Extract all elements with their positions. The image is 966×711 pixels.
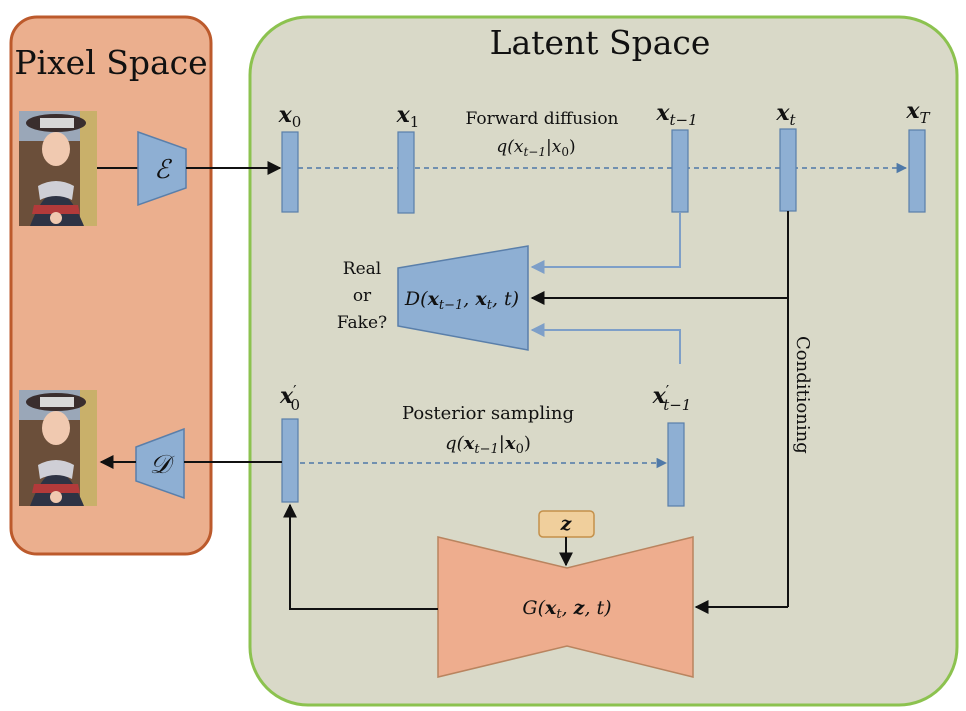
pixel-space-title: Pixel Space: [14, 43, 207, 82]
latent-block-xt-minus-1: [671, 129, 689, 213]
label-x1: x1: [396, 102, 420, 131]
latent-block-x0-prime: [281, 418, 299, 503]
encoder-label: ℰ: [154, 155, 172, 185]
label-xt-minus-1: xt−1: [655, 100, 697, 129]
latent-block-x0: [281, 131, 299, 213]
latent-space-title: Latent Space: [490, 23, 711, 62]
real-or-fake-line-2: or: [353, 286, 372, 306]
latent-block-xT: [908, 129, 926, 213]
label-xT: xT: [905, 98, 930, 127]
posterior-sampling-caption: Posterior sampling: [402, 403, 574, 424]
latent-block-xt-minus-1-prime: [667, 422, 685, 507]
xt-minus-1-to-discriminator-arrow: [530, 212, 681, 274]
forward-diffusion-caption: Forward diffusion: [465, 109, 618, 129]
xt-minus-1-prime-to-discriminator-arrow: [530, 323, 681, 364]
label-xt: xt: [775, 100, 796, 129]
discriminator-label: D(xt−1, xt, t): [404, 288, 519, 313]
decoder-trapezoid: [135, 427, 185, 500]
discriminator-trapezoid: [397, 245, 529, 351]
noise-z-label: z: [560, 513, 573, 535]
label-xt-minus-1-prime: x′t−1: [652, 382, 692, 414]
real-or-fake-line-1: Real: [343, 259, 381, 279]
input-image-icon: [19, 111, 97, 226]
generator-bowtie: [437, 536, 694, 678]
forward-diffusion-formula: q(xt−1|x0): [496, 137, 575, 159]
encoder-trapezoid: [137, 130, 187, 207]
latent-block-x1: [397, 131, 415, 214]
conditioning-label: Conditioning: [792, 336, 813, 454]
generator-to-x0-prime-arrow: [283, 503, 438, 610]
real-or-fake-line-3: Fake?: [337, 313, 387, 333]
generator-label: G(xt, z, t): [522, 597, 611, 622]
output-image-icon: [19, 390, 97, 506]
label-x0: x0: [278, 102, 302, 131]
label-x0-prime: x′0: [279, 382, 300, 414]
latent-block-xt: [779, 128, 797, 212]
posterior-sampling-formula: q(xt−1|x0): [445, 433, 531, 457]
